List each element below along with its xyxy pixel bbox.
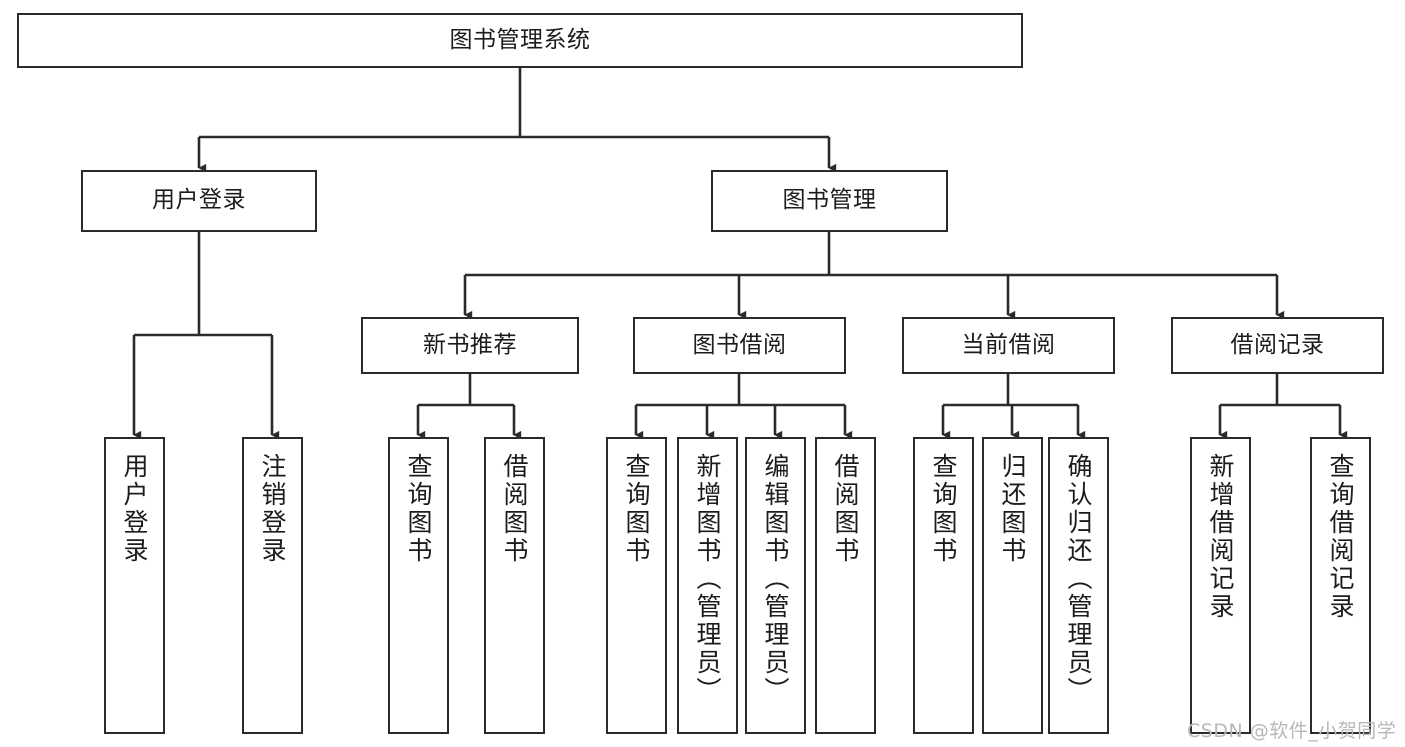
node-borrow-record[interactable]: 借阅记录 — [1171, 317, 1384, 374]
node-leaf-query-book-1[interactable]: 查询图书 — [388, 437, 449, 734]
node-leaf-edit-book[interactable]: 编辑图书（管理员） — [745, 437, 806, 734]
node-label-leaf-user-login: 用户登录 — [120, 453, 149, 565]
node-label-leaf-borrow-book-1: 借阅图书 — [500, 453, 529, 565]
node-current-borrow[interactable]: 当前借阅 — [902, 317, 1115, 374]
node-book-manage[interactable]: 图书管理 — [711, 170, 948, 232]
node-leaf-return-book[interactable]: 归还图书 — [982, 437, 1043, 734]
node-leaf-query-record[interactable]: 查询借阅记录 — [1310, 437, 1371, 734]
node-leaf-query-book-2[interactable]: 查询图书 — [606, 437, 667, 734]
node-label-leaf-edit-book: 编辑图书（管理员） — [761, 453, 790, 705]
node-label-new-book-rec: 新书推荐 — [423, 331, 517, 358]
node-label-root: 图书管理系统 — [449, 26, 591, 53]
node-root[interactable]: 图书管理系统 — [17, 13, 1023, 68]
node-leaf-user-login[interactable]: 用户登录 — [104, 437, 165, 734]
node-label-leaf-add-book: 新增图书（管理员） — [693, 453, 722, 705]
node-book-borrow[interactable]: 图书借阅 — [633, 317, 846, 374]
node-new-book-rec[interactable]: 新书推荐 — [361, 317, 579, 374]
csdn-watermark: CSDN @软件_小贺同学 — [1187, 720, 1397, 742]
node-label-book-borrow: 图书借阅 — [692, 331, 787, 358]
node-label-current-borrow: 当前借阅 — [961, 331, 1056, 358]
node-leaf-confirm-return[interactable]: 确认归还（管理员） — [1048, 437, 1109, 734]
node-leaf-borrow-book-1[interactable]: 借阅图书 — [484, 437, 545, 734]
node-leaf-add-record[interactable]: 新增借阅记录 — [1190, 437, 1251, 734]
node-leaf-borrow-book-2[interactable]: 借阅图书 — [815, 437, 876, 734]
node-leaf-logout[interactable]: 注销登录 — [242, 437, 303, 734]
node-label-book-manage: 图书管理 — [782, 187, 877, 214]
node-label-leaf-add-record: 新增借阅记录 — [1206, 453, 1235, 621]
node-label-leaf-query-record: 查询借阅记录 — [1326, 453, 1355, 621]
node-label-leaf-query-book-2: 查询图书 — [622, 453, 651, 565]
node-label-borrow-record: 借阅记录 — [1230, 331, 1325, 358]
connector-lines — [132, 68, 1348, 440]
node-label-leaf-confirm-return: 确认归还（管理员） — [1064, 453, 1093, 705]
node-label-leaf-query-book-1: 查询图书 — [404, 453, 433, 565]
node-leaf-query-book-3[interactable]: 查询图书 — [913, 437, 974, 734]
node-label-leaf-query-book-3: 查询图书 — [929, 453, 958, 565]
node-label-leaf-return-book: 归还图书 — [998, 453, 1027, 565]
node-label-leaf-borrow-book-2: 借阅图书 — [831, 453, 860, 565]
node-label-user-login: 用户登录 — [152, 187, 246, 214]
node-user-login[interactable]: 用户登录 — [81, 170, 317, 232]
node-leaf-add-book[interactable]: 新增图书（管理员） — [677, 437, 738, 734]
node-label-leaf-logout: 注销登录 — [258, 453, 287, 565]
